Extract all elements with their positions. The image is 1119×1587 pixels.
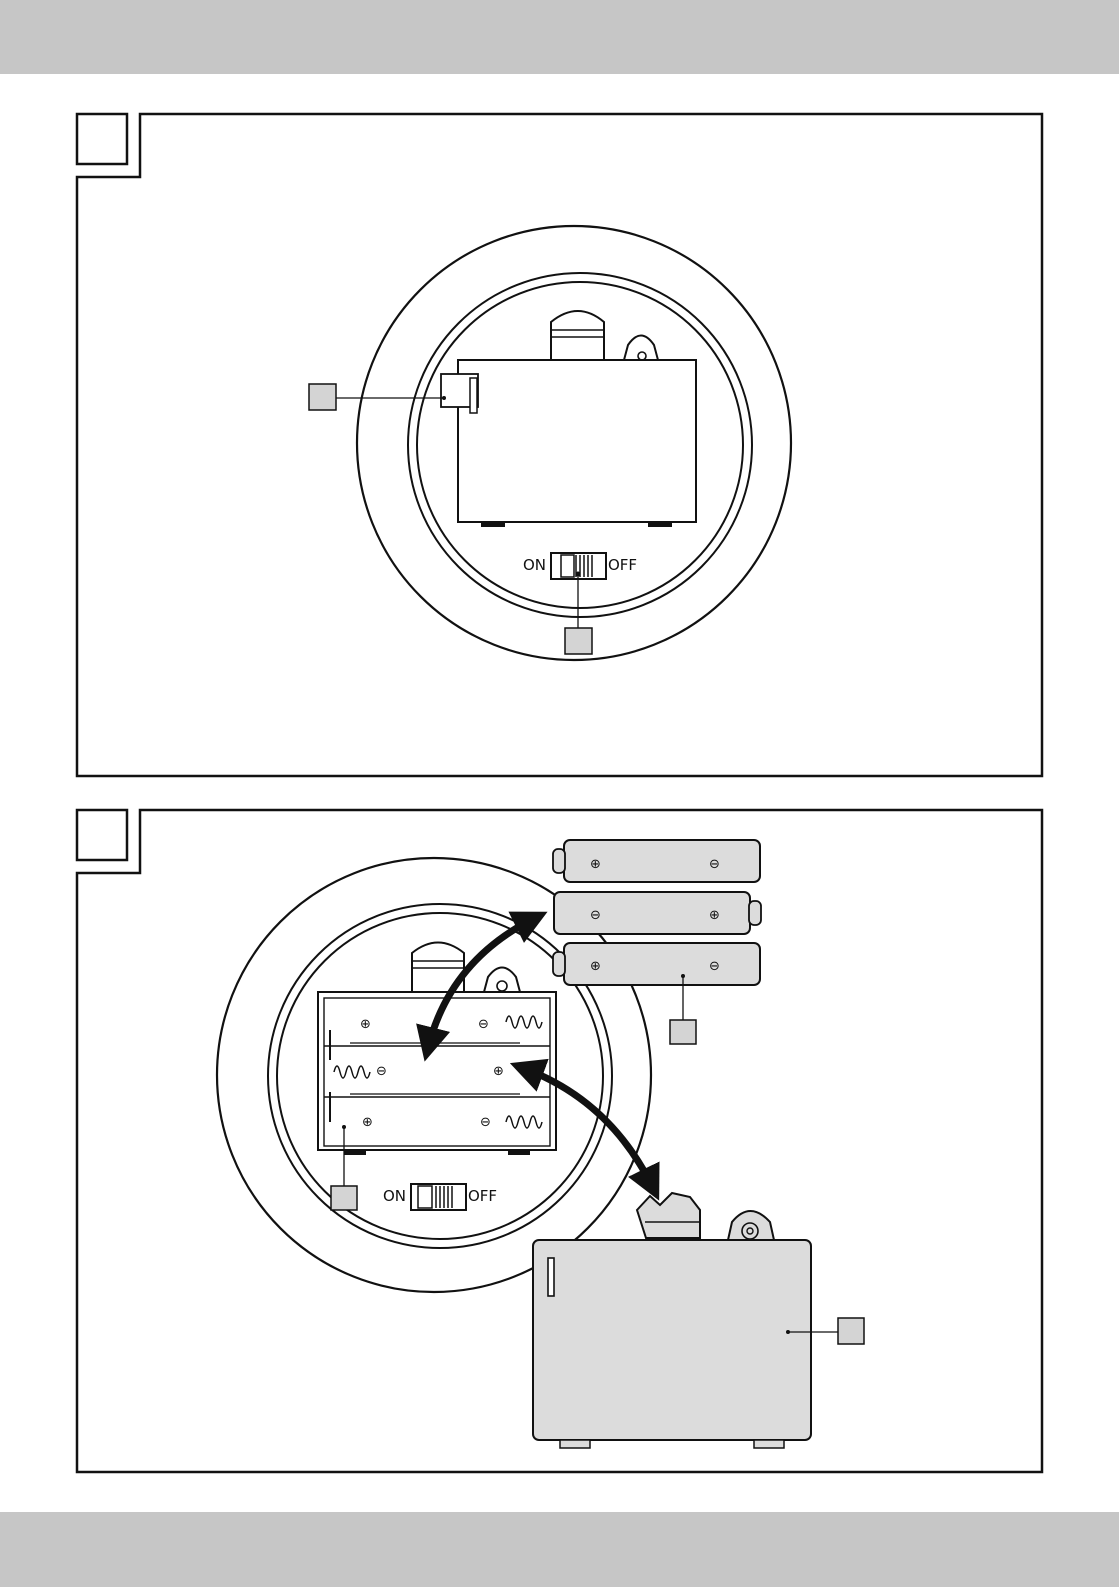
battery-2: ⊖ ⊕	[554, 892, 761, 934]
battery-3-minus: ⊖	[709, 959, 720, 974]
switch-on-label-2: ON	[383, 1187, 406, 1205]
switch-off-label: OFF	[608, 556, 637, 574]
holder-row-2-plus: ⊕	[493, 1064, 504, 1079]
holder-row-2-minus: ⊖	[376, 1064, 387, 1079]
holder-row-3-plus: ⊕	[362, 1115, 373, 1130]
on-off-switch-2	[411, 1184, 466, 1210]
holder-row-1-plus: ⊕	[360, 1017, 371, 1032]
callout-box-cover	[838, 1318, 864, 1344]
figure-number-box-1	[77, 114, 127, 164]
figure-1-panel: ON OFF	[77, 114, 1042, 776]
switch-off-label-2: OFF	[468, 1187, 497, 1205]
callout-box-holder	[331, 1186, 357, 1210]
callout-box-switch	[565, 628, 592, 654]
battery-2-minus: ⊖	[590, 908, 601, 923]
switch-on-label: ON	[523, 556, 546, 574]
holder-row-1-minus: ⊖	[478, 1017, 489, 1032]
figure-2-panel: ⊕ ⊖ ⊖ ⊕ ⊕ ⊖ ON OFF	[77, 810, 1042, 1472]
callout-box-batteries	[670, 1020, 696, 1044]
battery-3: ⊕ ⊖	[553, 943, 760, 985]
callout-box-latch	[309, 384, 336, 410]
figure-number-box-2	[77, 810, 127, 860]
holder-row-3-minus: ⊖	[480, 1115, 491, 1130]
battery-2-plus: ⊕	[709, 908, 720, 923]
battery-1-plus: ⊕	[590, 857, 601, 872]
device-base-top-view: ON OFF	[357, 226, 791, 660]
battery-3-plus: ⊕	[590, 959, 601, 974]
battery-cover	[458, 360, 696, 522]
battery-1-minus: ⊖	[709, 857, 720, 872]
battery-1: ⊕ ⊖	[553, 840, 760, 882]
